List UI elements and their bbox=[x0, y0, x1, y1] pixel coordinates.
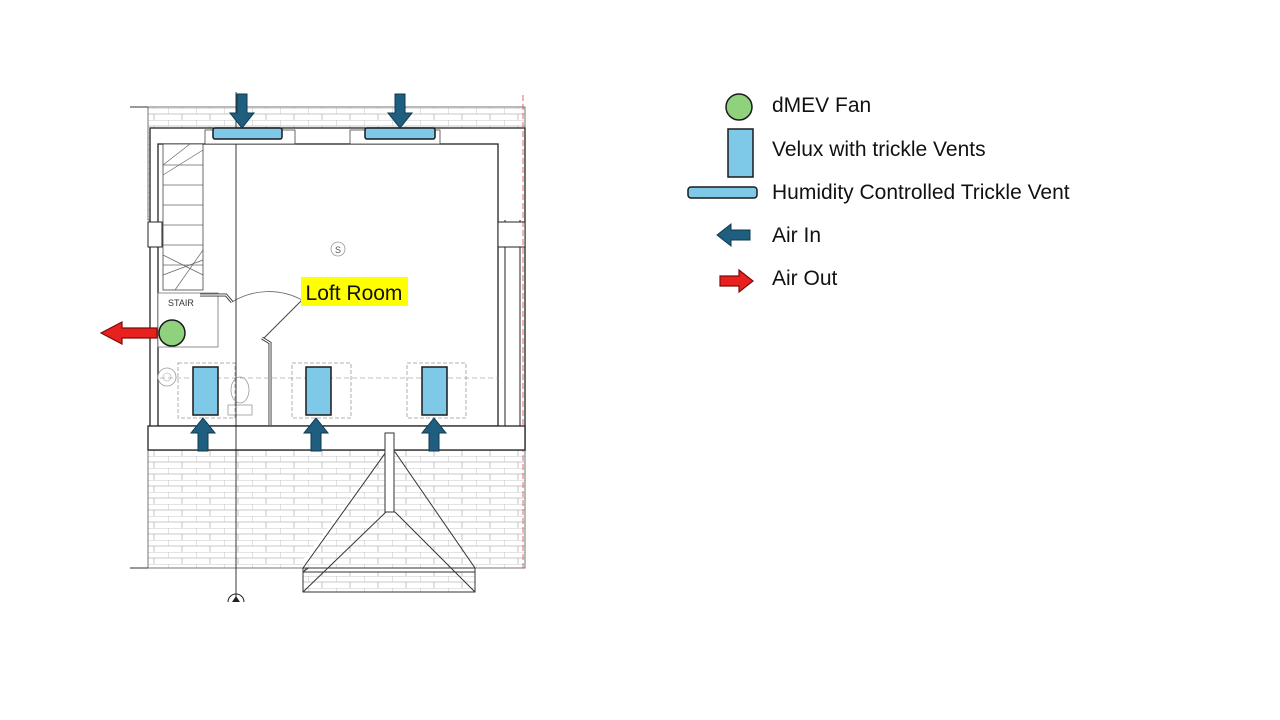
air-out-arrow-icon bbox=[99, 321, 158, 345]
legend-label-velux: Velux with trickle Vents bbox=[772, 138, 986, 161]
air-in-arrow-bottom-1 bbox=[189, 417, 217, 452]
smoke-detector-icon bbox=[330, 241, 346, 257]
trickle-vent-2 bbox=[364, 127, 436, 140]
door-swing bbox=[231, 291, 303, 303]
trickle-vent-1 bbox=[212, 127, 283, 140]
dmev-fan-icon bbox=[158, 319, 186, 347]
legend-label-trickle-vent: Humidity Controlled Trickle Vent bbox=[772, 181, 1070, 204]
velux-window-1 bbox=[192, 366, 219, 416]
floor-plan: STAIR S bbox=[99, 92, 526, 603]
toilet-fixture bbox=[230, 376, 250, 404]
trickle-vent-icon bbox=[687, 186, 758, 199]
air-in-arrow-icon bbox=[716, 222, 751, 248]
legend-label-dmev-fan: dMEV Fan bbox=[772, 94, 872, 117]
air-in-arrow-top-1 bbox=[228, 93, 256, 129]
stair-label: STAIR bbox=[168, 298, 194, 308]
legend bbox=[687, 93, 758, 294]
green-circle-icon bbox=[725, 93, 753, 121]
velux-window-2 bbox=[305, 366, 332, 416]
velux-window-3 bbox=[421, 366, 448, 416]
air-in-arrow-bottom-3 bbox=[420, 417, 448, 452]
room-label-highlight bbox=[301, 277, 408, 306]
staircase bbox=[162, 143, 204, 291]
air-out-arrow-legend-icon bbox=[719, 268, 754, 294]
room-label: Loft Room bbox=[306, 282, 403, 305]
smoke-detector-symbol: S bbox=[335, 245, 341, 255]
legend-label-air-in: Air In bbox=[772, 224, 822, 247]
air-in-arrow-bottom-2 bbox=[302, 417, 330, 452]
legend-label-air-out: Air Out bbox=[772, 267, 838, 290]
dormer-roof bbox=[302, 432, 476, 593]
velux-window-icon bbox=[727, 128, 754, 178]
air-in-arrow-top-2 bbox=[386, 93, 414, 129]
basin-fixture bbox=[157, 367, 177, 387]
